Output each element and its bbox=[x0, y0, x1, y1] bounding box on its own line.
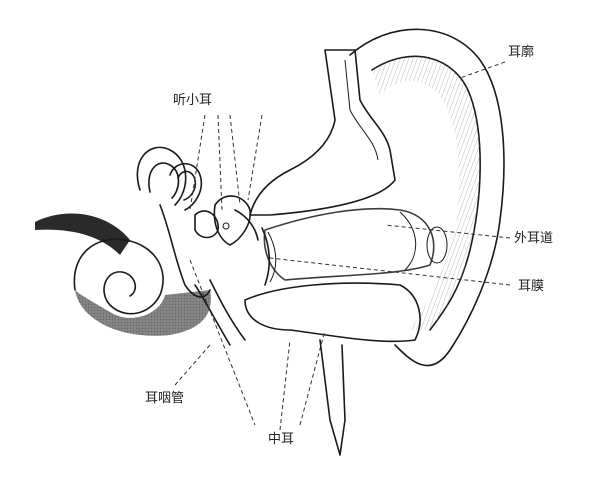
label-eustachian-tube: 耳咽管 bbox=[145, 391, 184, 406]
label-ear-canal: 外耳道 bbox=[514, 231, 553, 246]
label-eardrum: 耳膜 bbox=[518, 279, 544, 294]
temporal-bone-upper bbox=[249, 49, 396, 216]
label-auricle: 耳廓 bbox=[508, 44, 534, 60]
auricle-drawing bbox=[349, 28, 505, 367]
ossicles-drawing bbox=[194, 195, 259, 246]
leader-lines bbox=[174, 61, 511, 431]
eardrum-drawing bbox=[261, 227, 277, 286]
eustachian-tube-drawing bbox=[194, 279, 246, 346]
temporal-bone-lower bbox=[244, 282, 421, 456]
label-ossicles: 听小耳 bbox=[173, 93, 212, 108]
ear-canal-drawing bbox=[263, 207, 435, 281]
cochlea-drawing bbox=[35, 204, 211, 336]
label-middle-ear: 中耳 bbox=[268, 432, 294, 447]
